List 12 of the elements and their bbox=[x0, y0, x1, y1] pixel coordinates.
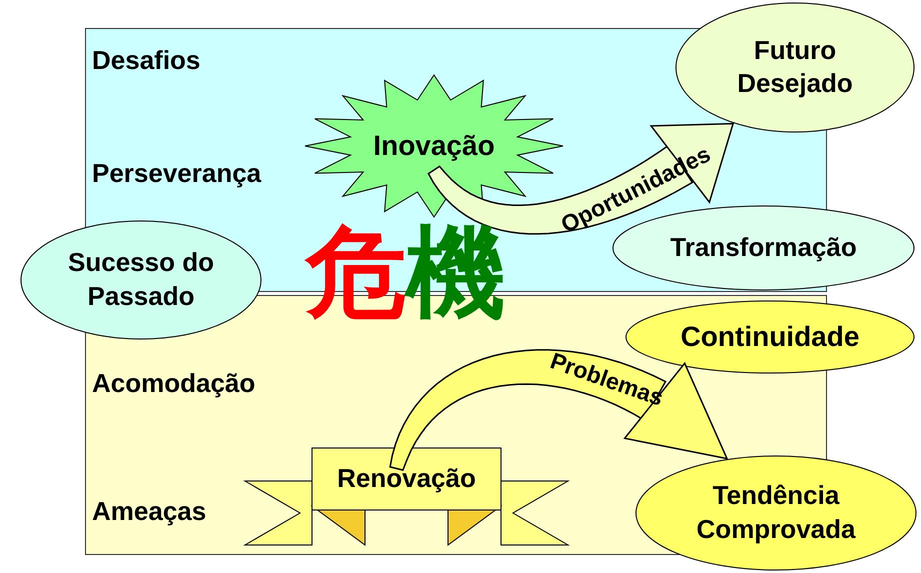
side-label: Ameaças bbox=[92, 496, 206, 527]
node-label: Futuro Desejado bbox=[736, 34, 854, 100]
side-label: Acomodação bbox=[92, 368, 256, 399]
node-label: Sucesso do Passado bbox=[67, 246, 215, 313]
node-label: Transformação bbox=[670, 231, 857, 264]
node-label: Renovação bbox=[337, 462, 476, 496]
node-label: Inovação bbox=[373, 128, 495, 163]
node-label: Continuidade bbox=[680, 320, 860, 354]
curved-block-arrow bbox=[389, 349, 728, 471]
side-label: Desafios bbox=[92, 45, 200, 76]
node-label: Tendência Comprovada bbox=[696, 479, 857, 546]
side-label: Perseverança bbox=[92, 158, 262, 189]
